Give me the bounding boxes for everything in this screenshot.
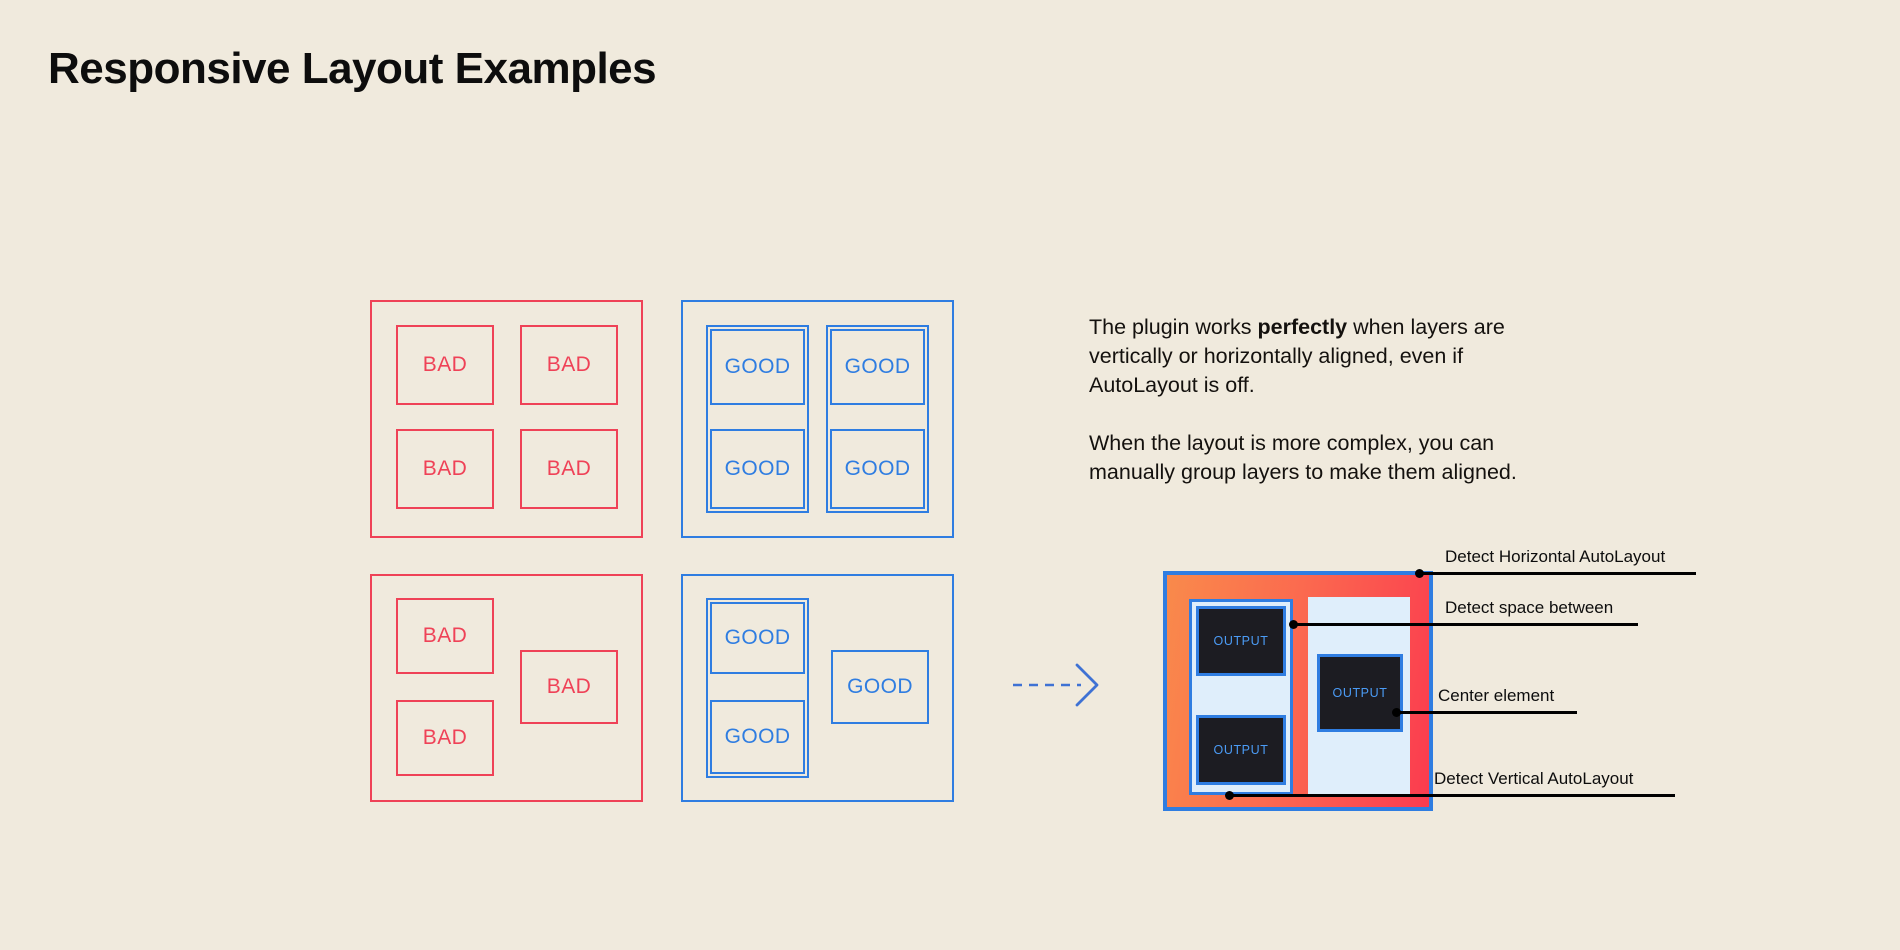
- page-title: Responsive Layout Examples: [48, 44, 657, 93]
- paragraph-one-text-a: The plugin works: [1089, 315, 1258, 339]
- cell-good: GOOD: [830, 329, 925, 405]
- cell-label: BAD: [422, 457, 468, 480]
- cell-bad: BAD: [396, 325, 494, 405]
- output-box: OUTPUT: [1196, 715, 1286, 785]
- annotation-line: [1229, 794, 1675, 797]
- annotation-line: [1293, 623, 1638, 626]
- annotation-line: [1396, 711, 1577, 714]
- annotation-label: Detect space between: [1445, 598, 1614, 617]
- cell-label: GOOD: [844, 355, 911, 378]
- cell-good: GOOD: [831, 650, 929, 724]
- paragraph-two: When the layout is more complex, you can…: [1089, 431, 1517, 484]
- cell-label: BAD: [546, 457, 592, 480]
- mockup-left-group: OUTPUT OUTPUT: [1189, 599, 1293, 795]
- example-panel-bad-top: BAD BAD BAD BAD: [370, 300, 643, 538]
- group-outline-stacked: [706, 598, 809, 778]
- cell-label: BAD: [422, 353, 468, 376]
- output-label: OUTPUT: [1332, 686, 1388, 700]
- description-copy: The plugin works perfectly when layers a…: [1089, 313, 1549, 487]
- cell-label: GOOD: [844, 457, 911, 480]
- example-panel-good-top: GOOD GOOD GOOD GOOD: [681, 300, 954, 538]
- annotated-mockup: OUTPUT OUTPUT OUTPUT: [1163, 571, 1433, 811]
- cell-label: GOOD: [724, 725, 791, 748]
- mockup-right-panel: OUTPUT: [1308, 597, 1410, 797]
- annotation-label: Center element: [1438, 686, 1555, 705]
- paragraph-one-emphasis: perfectly: [1257, 315, 1348, 339]
- cell-label: GOOD: [724, 355, 791, 378]
- output-label: OUTPUT: [1213, 634, 1269, 648]
- cell-good: GOOD: [710, 429, 805, 509]
- annotation-line: [1419, 572, 1696, 575]
- cell-label: GOOD: [847, 675, 913, 698]
- cell-label: GOOD: [724, 457, 791, 480]
- cell-good: GOOD: [830, 429, 925, 509]
- cell-label: BAD: [546, 675, 592, 698]
- dashed-arrow-right-icon: [1011, 662, 1109, 708]
- output-box: OUTPUT: [1196, 606, 1286, 676]
- cell-good: GOOD: [710, 700, 805, 774]
- cell-good: GOOD: [710, 602, 805, 674]
- output-label: OUTPUT: [1213, 743, 1269, 757]
- cell-label: GOOD: [724, 626, 791, 649]
- cell-bad: BAD: [396, 700, 494, 776]
- paragraph-one-text-b: when layers are vertically or horizontal…: [1089, 315, 1505, 397]
- paragraph-one: The plugin works perfectly when layers a…: [1089, 313, 1549, 400]
- example-panel-good-bottom: GOOD GOOD GOOD: [681, 574, 954, 802]
- annotation-label: Detect Horizontal AutoLayout: [1445, 547, 1666, 566]
- example-panel-bad-bottom: BAD BAD BAD: [370, 574, 643, 802]
- cell-bad: BAD: [396, 598, 494, 674]
- annotation-label: Detect Vertical AutoLayout: [1434, 769, 1634, 788]
- cell-bad: BAD: [520, 325, 618, 405]
- cell-bad: BAD: [520, 429, 618, 509]
- cell-bad: BAD: [520, 650, 618, 724]
- group-outline-column-left: [706, 325, 809, 513]
- cell-label: BAD: [422, 624, 468, 647]
- group-outline-column-right: [826, 325, 929, 513]
- cell-label: BAD: [546, 353, 592, 376]
- cell-label: BAD: [422, 726, 468, 749]
- cell-good: GOOD: [710, 329, 805, 405]
- output-box: OUTPUT: [1317, 654, 1403, 732]
- cell-bad: BAD: [396, 429, 494, 509]
